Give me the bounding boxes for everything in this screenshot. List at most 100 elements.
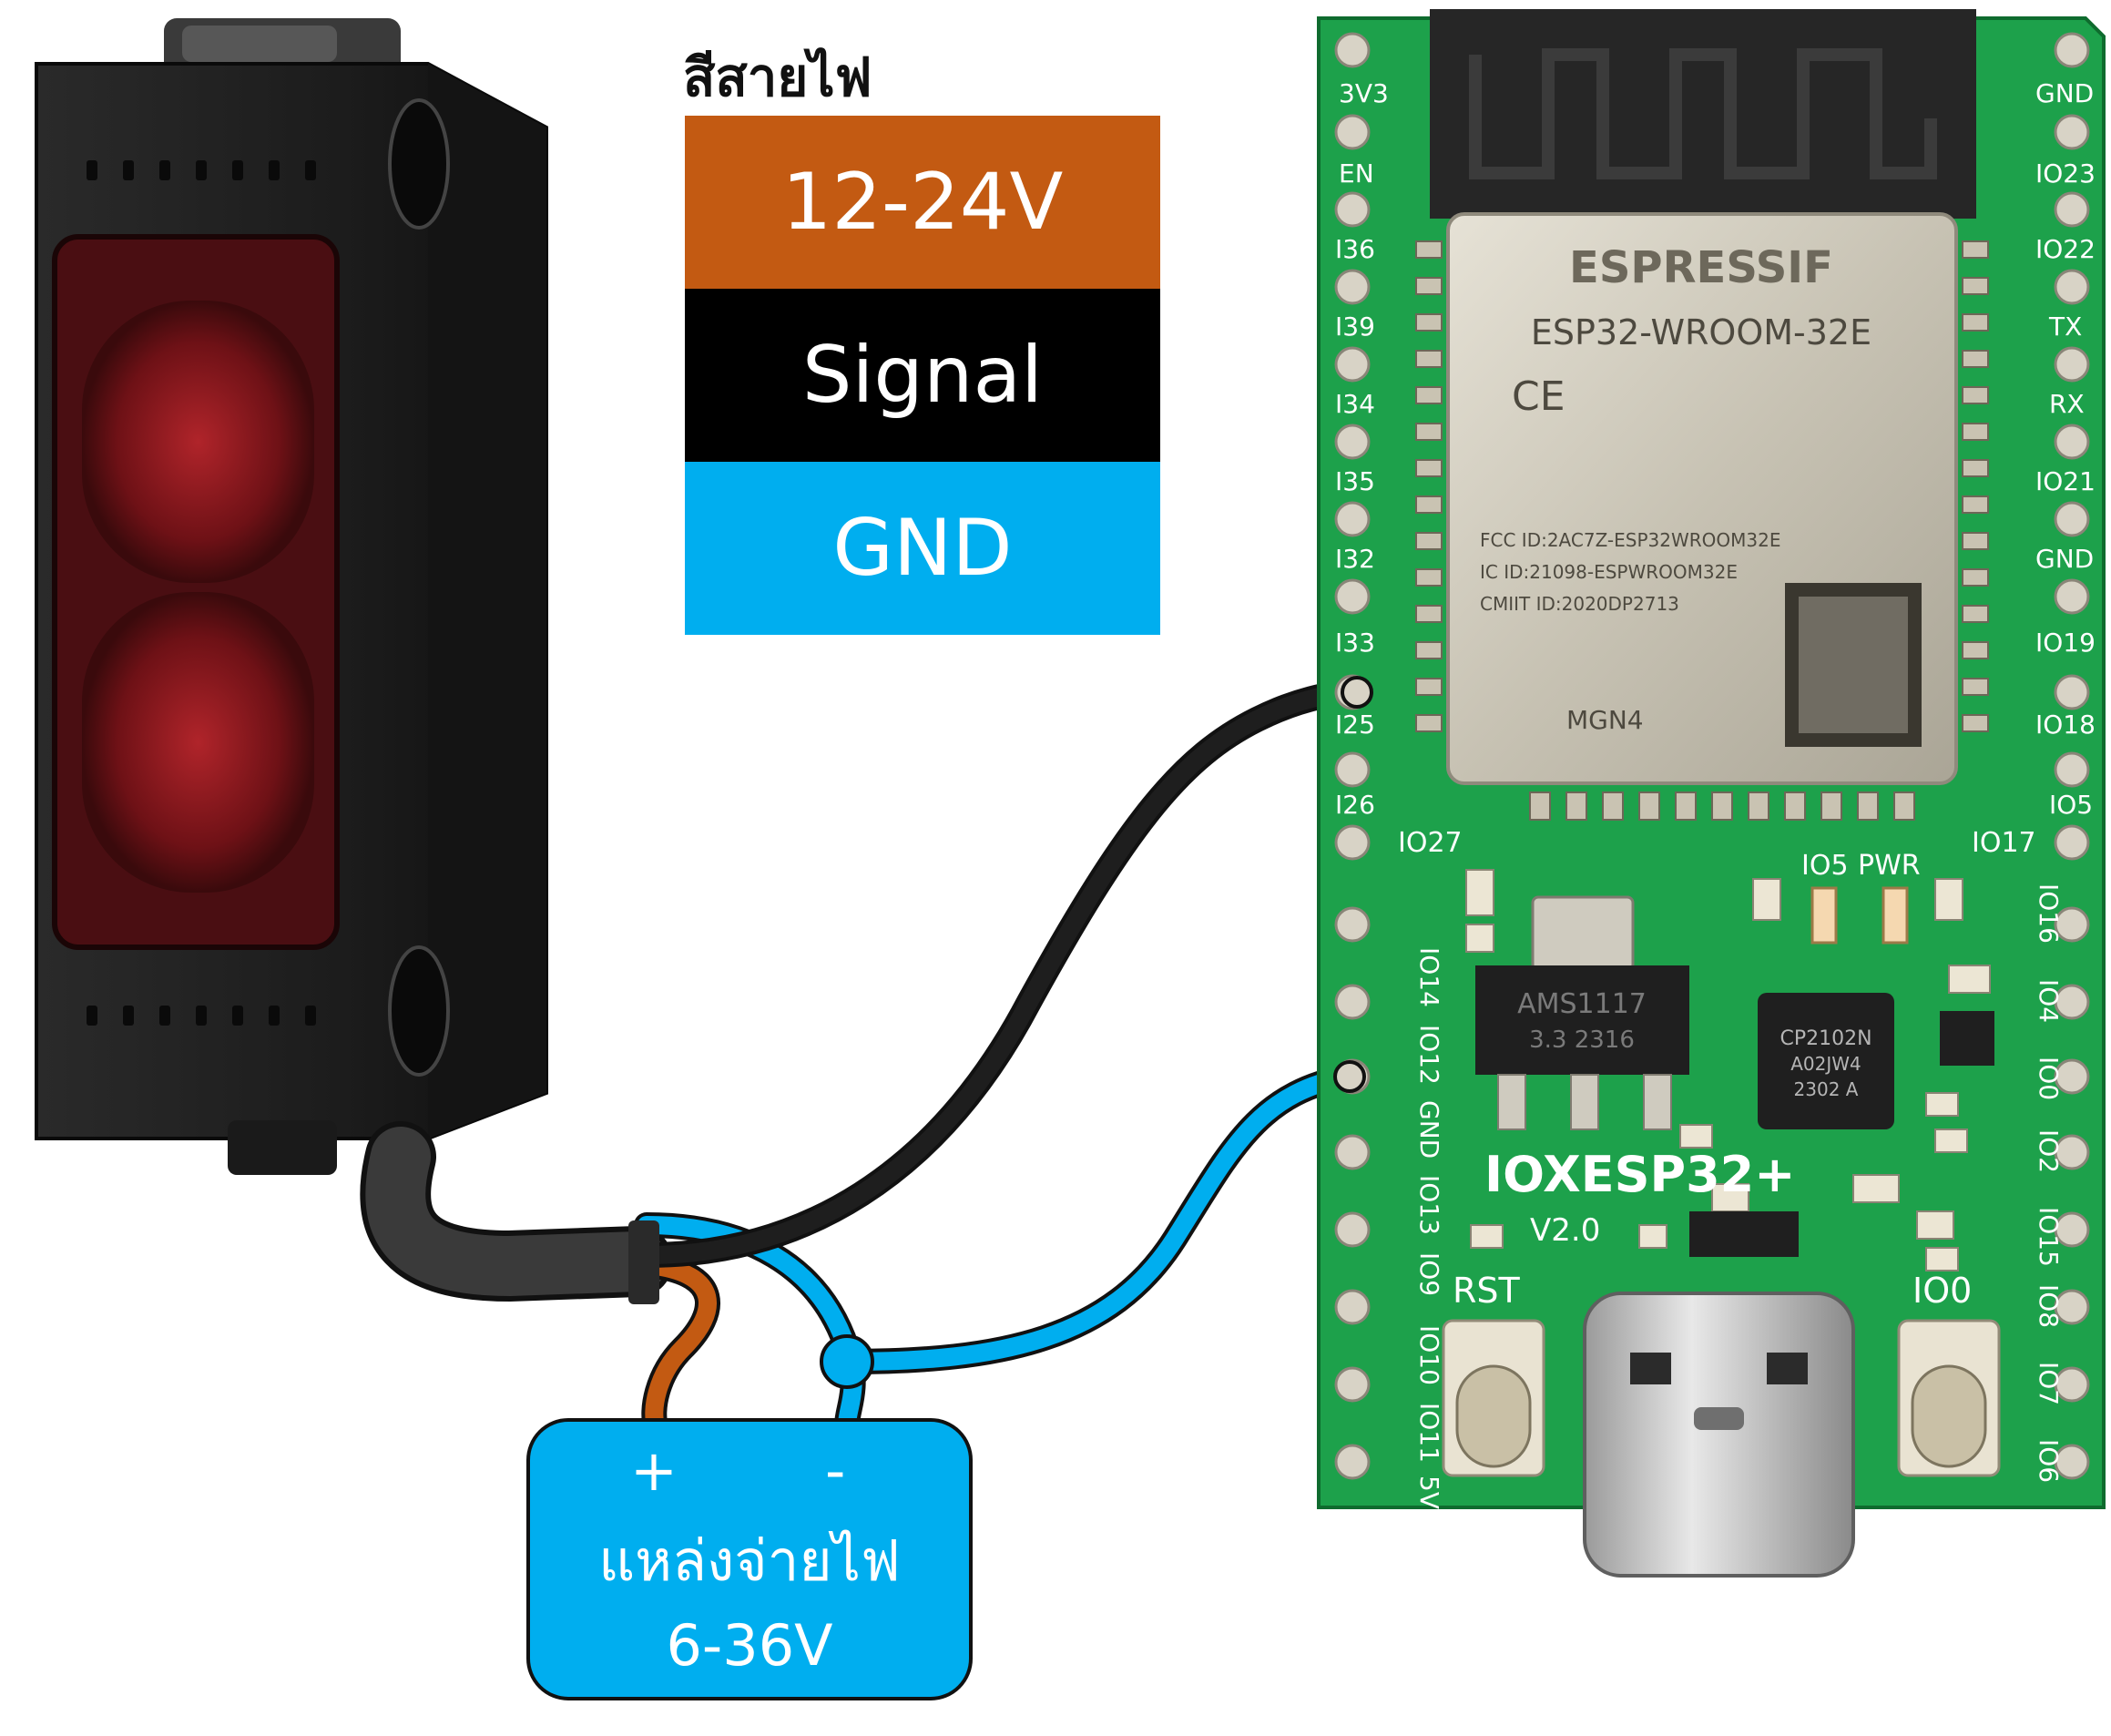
- pin-label: I34: [1335, 389, 1375, 419]
- passive-components: [1465, 869, 1991, 1271]
- gnd-wire: [637, 1216, 862, 1435]
- power-supply-box: [526, 1418, 973, 1700]
- psu-label: แหล่งจ่ายไฟ: [598, 1527, 901, 1594]
- pin-label: IO22: [2035, 234, 2096, 264]
- module-ic: IC ID:21098-ESPWROOM32E: [1480, 561, 1738, 583]
- module-brand: ESPRESSIF: [1569, 242, 1833, 293]
- psu-minus-terminal: -: [825, 1437, 846, 1504]
- pin-label: IO12: [1414, 1025, 1444, 1085]
- pin-label: IO14: [1414, 947, 1444, 1007]
- pin-label: IO16: [2034, 883, 2064, 944]
- regulator-sub: 3.3 2316: [1529, 1026, 1635, 1054]
- pin-label: IO13: [1414, 1175, 1444, 1235]
- sensor-vents-top: [87, 160, 316, 180]
- legend-signal-band: Signal: [685, 289, 1160, 462]
- usb-c-port[interactable]: [1583, 1292, 1855, 1578]
- right-header-holes: [2054, 32, 2090, 1480]
- gnd-junction: [820, 1334, 874, 1389]
- antenna-area: [1430, 9, 1976, 219]
- module-model: ESP32-WROOM-32E: [1531, 312, 1871, 352]
- module-datamatrix: [1785, 583, 1922, 747]
- pin-label: I25: [1335, 710, 1375, 740]
- pin-label: IO0: [2034, 1057, 2064, 1100]
- pin-label: I39: [1335, 311, 1375, 342]
- module-ce-mark: CE: [1512, 373, 1565, 420]
- pin-label: EN: [1339, 158, 1374, 189]
- pin-label: IO23: [2035, 158, 2096, 189]
- power-wire: [645, 1257, 717, 1435]
- cable-end-cap: [628, 1220, 659, 1304]
- io0-label: IO0: [1912, 1271, 1972, 1311]
- board-name: IOXESP32+: [1484, 1146, 1795, 1203]
- legend-title: สีสายไฟ: [683, 46, 872, 108]
- usb-chip-sub2: 2302 A: [1794, 1078, 1859, 1100]
- pin-label: IO10: [1414, 1325, 1444, 1385]
- esp32-board: ESPRESSIF ESP32-WROOM-32E CE FCC ID:2AC7…: [1317, 9, 2106, 1578]
- usb-chip-label: CP2102N: [1780, 1027, 1871, 1050]
- right-pin-labels-upper: GND IO23 IO22 TX RX IO21 GND IO19 IO18 I…: [2035, 78, 2096, 820]
- pin-label: TX: [2048, 311, 2082, 342]
- led-io5: [1810, 886, 1838, 945]
- psu-voltage-range: 6-36V: [666, 1612, 833, 1679]
- module-datamatrix-pattern: [1799, 597, 1908, 733]
- antenna-trace: [1469, 48, 1937, 179]
- pin-label: I36: [1335, 234, 1375, 264]
- pin-label: I35: [1335, 466, 1375, 496]
- sensor-receiver-lens: [82, 592, 314, 893]
- regulator-legs: [1497, 1074, 1672, 1130]
- module-pads: [1415, 240, 1989, 821]
- left-pin-labels-lower: IO14 IO12 GND IO13 IO9 IO10 IO11 5V: [1414, 947, 1444, 1509]
- io0-button[interactable]: [1897, 1319, 2001, 1477]
- pin-label: IO9: [1414, 1252, 1444, 1296]
- module-fcc: FCC ID:2AC7Z-ESP32WROOM32E: [1480, 529, 1780, 551]
- pin-label: IO11: [1414, 1403, 1444, 1463]
- pin-label: IO7: [2034, 1362, 2064, 1405]
- sensor-top-highlight: [182, 26, 337, 62]
- regulator-label: AMS1117: [1517, 988, 1647, 1020]
- wires: [360, 679, 1370, 1438]
- pin-label: IO18: [2035, 710, 2096, 740]
- usb-chip-sub: A02JW4: [1790, 1053, 1861, 1075]
- pin-label: I33: [1335, 628, 1375, 658]
- sensor-side-face: [428, 64, 546, 1139]
- gnd-to-board-wire: [838, 1067, 1357, 1371]
- module-cmiit: CMIIT ID:2020DP2713: [1480, 593, 1679, 615]
- mount-hole-top: [388, 98, 450, 230]
- left-pin-labels-upper: 3V3 EN I36 I39 I34 I35 I32 I33 I25 I26: [1335, 78, 1389, 820]
- usb-bridge-chip: [1758, 993, 1894, 1129]
- pin-label: 3V3: [1339, 78, 1389, 108]
- signal-wire: [633, 683, 1366, 1265]
- pin-label: RX: [2049, 389, 2085, 419]
- rst-label: RST: [1453, 1271, 1521, 1311]
- pin-label: IO19: [2035, 628, 2096, 658]
- cable-sheath: [365, 1127, 668, 1297]
- sensor-cable-boot: [228, 1120, 337, 1175]
- pin-label: IO8: [2034, 1284, 2064, 1328]
- pin-label: IO6: [2034, 1439, 2064, 1483]
- right-pin-labels-lower: IO16 IO4 IO0 IO2 IO15 IO8 IO7 IO6: [2034, 883, 2064, 1483]
- pin-label: IO5: [2049, 790, 2093, 820]
- pin-label: I26: [1335, 790, 1375, 820]
- mount-hole-bottom: [388, 945, 450, 1077]
- signal-pin-contact: [1341, 676, 1373, 709]
- photoelectric-sensor: [35, 18, 548, 1175]
- signal-wire-outline: [629, 679, 1370, 1269]
- legend-gnd-band: GND: [685, 462, 1160, 635]
- pin-label: IO4: [2034, 979, 2064, 1023]
- pin-label: IO15: [2034, 1207, 2064, 1267]
- pin-label: IO21: [2035, 466, 2096, 496]
- pin-label: I32: [1335, 544, 1375, 574]
- regulator-tab: [1531, 895, 1635, 972]
- sensor-vents-bottom: [87, 1006, 316, 1026]
- psu-plus-terminal: +: [630, 1437, 678, 1504]
- sensor-emitter-lens: [82, 301, 314, 583]
- led-pwr-label: PWR: [1858, 850, 1921, 882]
- diode: [1689, 1211, 1799, 1257]
- board-version: V2.0: [1530, 1212, 1600, 1249]
- led-io5-label: IO5: [1801, 850, 1849, 882]
- rst-button[interactable]: [1442, 1319, 1545, 1477]
- transistor: [1940, 1011, 1994, 1066]
- gnd-pin-contact: [1333, 1060, 1366, 1093]
